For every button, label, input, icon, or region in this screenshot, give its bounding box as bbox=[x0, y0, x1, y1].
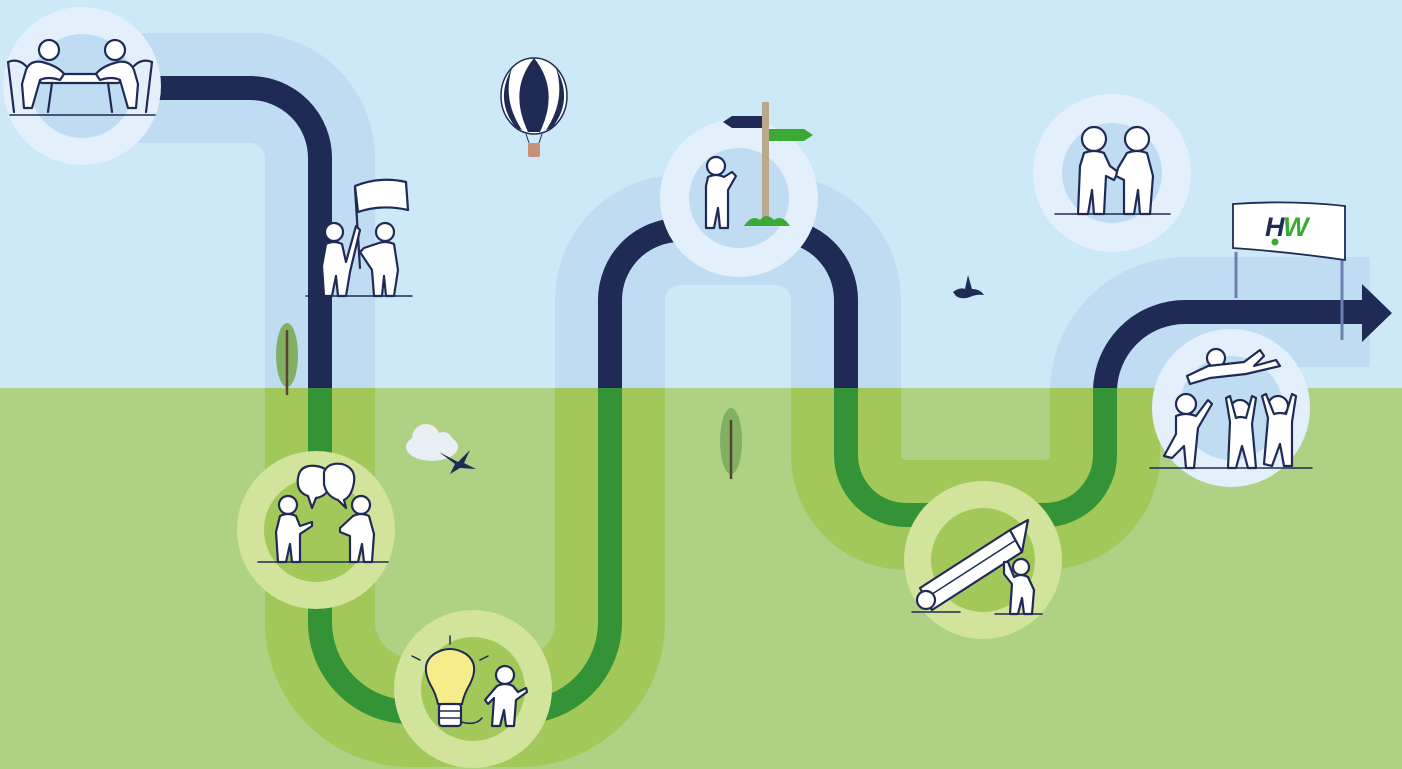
pencil-writing-icon bbox=[904, 481, 1062, 639]
logo-letter: H bbox=[1265, 212, 1285, 242]
logo-mark: W bbox=[1283, 212, 1311, 242]
handshake-icon bbox=[1033, 94, 1191, 252]
conversation-bubbles-icon bbox=[237, 451, 395, 609]
meeting-at-table-icon bbox=[3, 7, 161, 165]
logo-dot bbox=[1272, 239, 1279, 246]
lightbulb-idea-icon bbox=[394, 610, 552, 768]
